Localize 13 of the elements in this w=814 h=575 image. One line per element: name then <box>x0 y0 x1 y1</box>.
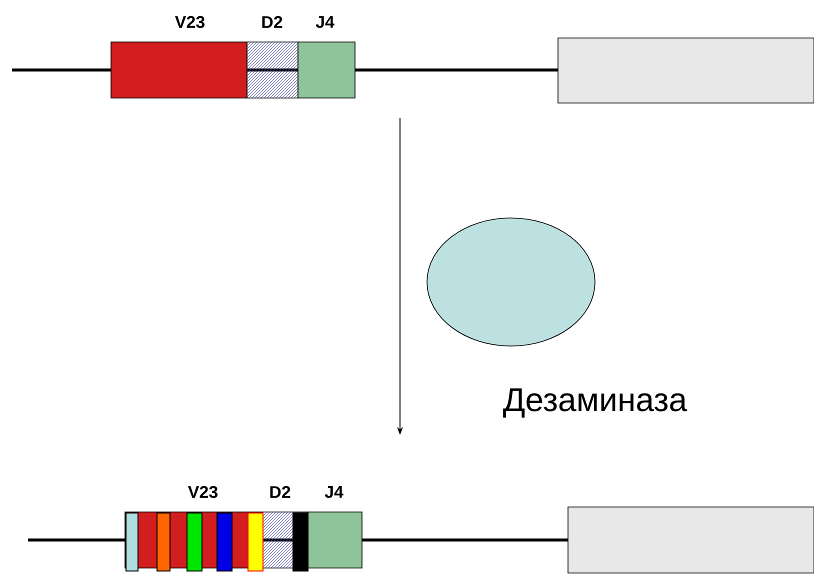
enzyme-label: Дезаминаза <box>503 388 688 418</box>
node-label: V23 <box>188 486 218 498</box>
node-label: V23 <box>174 16 205 28</box>
enzyme-ellipse <box>426 218 596 346</box>
constant-region-box <box>568 506 814 574</box>
node-label: D2 <box>262 16 282 28</box>
node-label: J4 <box>316 16 334 28</box>
gene-segment: V23 <box>110 16 248 98</box>
node-label: J4 <box>324 486 344 498</box>
gene-segment: J4 <box>308 486 362 568</box>
gene-segment: J4 <box>298 16 356 98</box>
constant-region-box <box>558 38 814 104</box>
node-label: D2 <box>270 486 290 498</box>
